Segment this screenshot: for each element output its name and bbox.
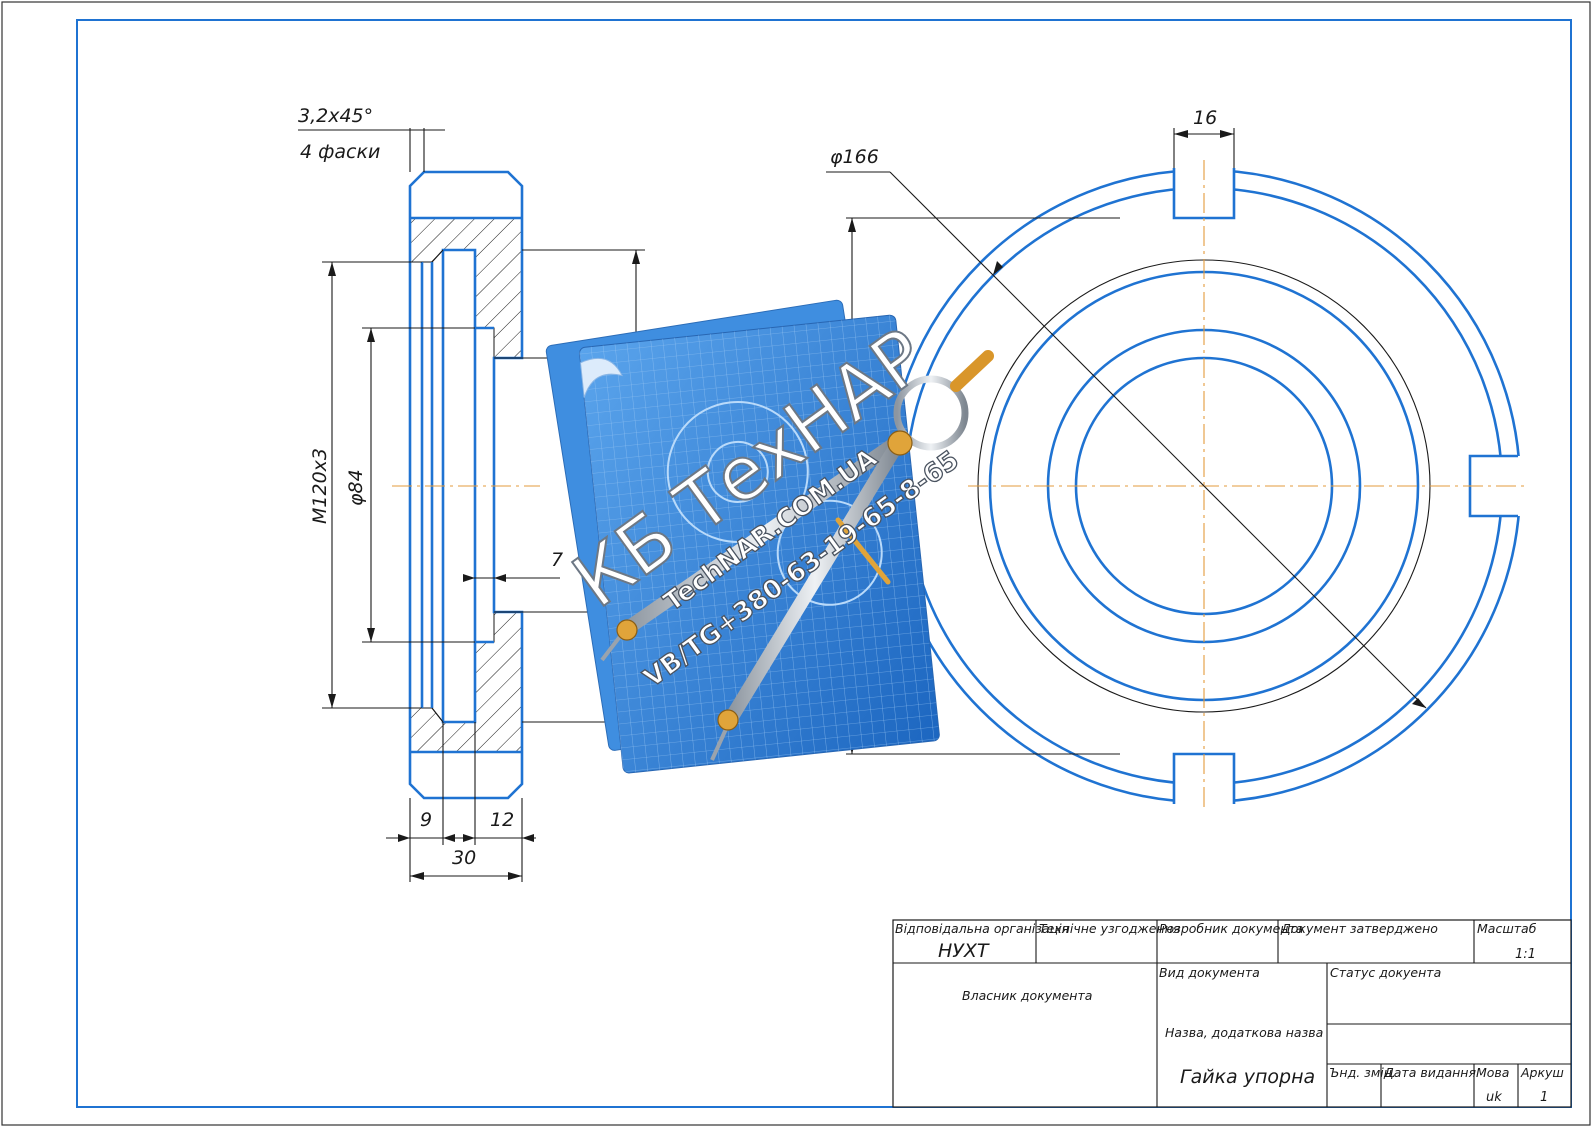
title-block-frame (892, 919, 1572, 1108)
depth-label: 7 (551, 549, 563, 571)
blueprint-gear-hub (706, 440, 769, 503)
dimension-arrow (632, 250, 640, 264)
compass-handle-ring (893, 375, 969, 451)
title-block: Відповідальна організація НУХТ Технічне … (892, 919, 1572, 1108)
thread-label: M120x3 (309, 448, 331, 524)
blueprint-page-curl (579, 357, 623, 398)
doc-status-label: Статус докуента (1330, 965, 1441, 980)
chamfer-count-label: 4 фаски (300, 141, 380, 163)
compass-icon (600, 350, 994, 761)
dimension-arrow (463, 574, 506, 582)
width-12-label: 12 (490, 809, 514, 831)
sheet-frame (76, 19, 1572, 1108)
scale-value: 1:1 (1515, 947, 1536, 962)
issue-date-label: Дата видання (1383, 1065, 1476, 1080)
compass-leg (618, 433, 907, 637)
dimension-arrow (398, 834, 534, 842)
blueprint-gear (776, 499, 883, 606)
compass-knob (950, 350, 994, 392)
width-30-label: 30 (452, 847, 476, 869)
dimension-arrow (1174, 130, 1234, 138)
diameter-dimension-line (889, 171, 1427, 709)
responsible-org-label: Відповідальна організація (895, 921, 1070, 936)
tech-approval-label: Технічне узгодження (1039, 921, 1181, 936)
approved-label: Документ затверджено (1280, 921, 1438, 936)
name-label: Назва, додаткова назва (1165, 1025, 1323, 1040)
compass-leg (723, 433, 907, 727)
responsible-org-value: НУХТ (938, 940, 990, 962)
compass-rivet (616, 619, 638, 641)
compass-screw (835, 517, 891, 585)
lang-value: uk (1486, 1090, 1502, 1105)
rev-label: Ънд. змін. (1329, 1065, 1396, 1080)
chamfer-label: 3,2x45° (298, 105, 373, 127)
front-dimensions: φ166 16 (826, 107, 1427, 755)
sheet-value: 1 (1540, 1090, 1548, 1105)
lang-label: Мова (1476, 1065, 1509, 1080)
blueprint-compass-icon: КБ ТехНАР TechNAR.COM.UA VB/TG+380-63-19… (545, 299, 994, 774)
compass-rivet (717, 709, 739, 731)
width-9-label: 9 (420, 809, 432, 831)
doc-type-label: Вид документа (1159, 965, 1260, 980)
chamfer-edge (431, 707, 444, 723)
name-value: Гайка упорна (1180, 1066, 1315, 1088)
compass-pivot (887, 430, 913, 456)
bore-label: φ84 (345, 469, 367, 506)
developer-label: Розробник документа (1159, 921, 1303, 936)
slot-width-label: 16 (1193, 107, 1217, 129)
outer-diameter-label: φ166 (830, 146, 879, 168)
scale-label: Масштаб (1477, 921, 1537, 936)
chamfer-edge (431, 249, 444, 263)
sheet-label: Аркуш (1520, 1065, 1564, 1080)
owner-label: Власник документа (962, 988, 1092, 1003)
